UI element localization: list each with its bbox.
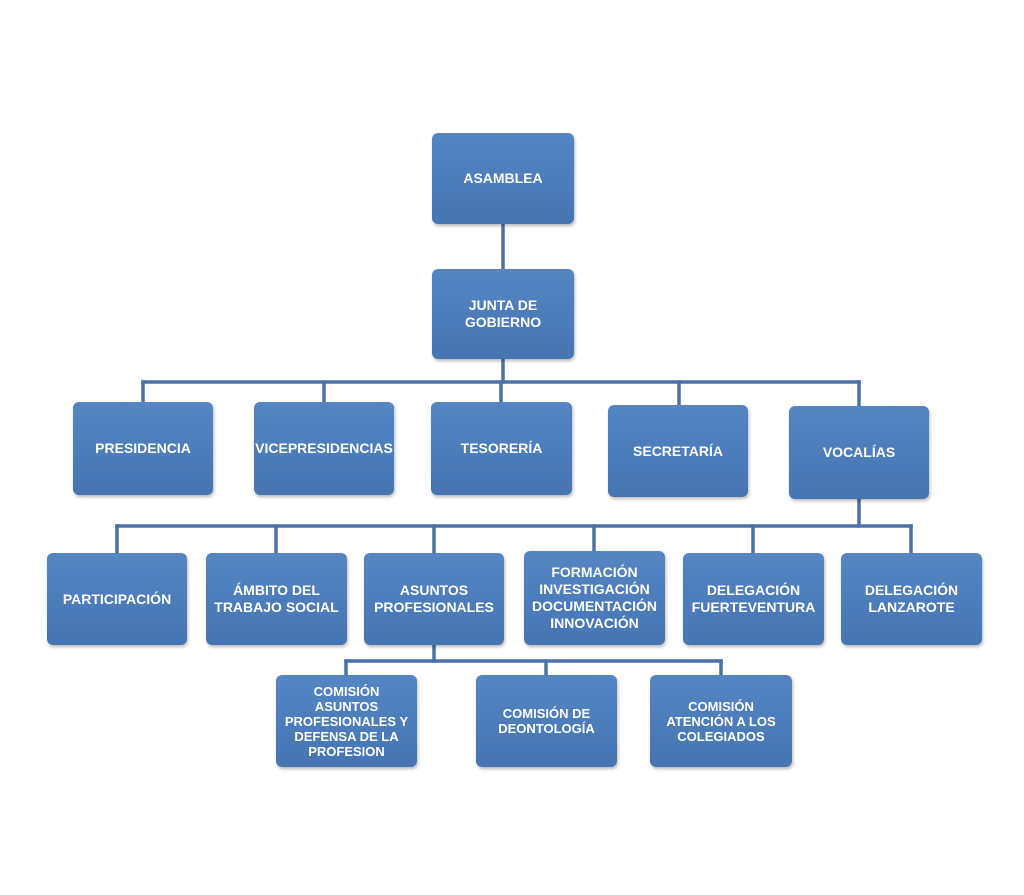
box-participacion-label: PARTICIPACIÓN	[62, 590, 172, 607]
box-tesoreria: TESORERÍA	[431, 402, 572, 495]
box-fuerteventura-label: DELEGACIÓN FUERTEVENTURA	[691, 582, 816, 615]
box-comision-deontologia: COMISIÓN DE DEONTOLOGÍA	[476, 675, 617, 767]
box-vicepresidencias: VICEPRESIDENCIAS	[254, 402, 394, 495]
box-vicepresidencias-label: VICEPRESIDENCIAS	[255, 440, 393, 456]
box-comision-asuntos-profesionales: COMISIÓN ASUNTOS PROFESIONALES Y DEFENSA…	[276, 675, 417, 767]
box-junta-label: JUNTA DE GOBIERNO	[464, 297, 542, 330]
box-delegacion-fuerteventura: DELEGACIÓN FUERTEVENTURA	[683, 553, 824, 645]
box-lanzarote-label: DELEGACIÓN LANZAROTE	[864, 582, 959, 615]
box-participacion: PARTICIPACIÓN	[47, 553, 187, 645]
box-formacion-label: FORMACIÓN INVESTIGACIÓN DOCUMENTACIÓN IN…	[532, 564, 657, 631]
box-secretaria: SECRETARÍA	[608, 405, 748, 497]
box-asamblea: ASAMBLEA	[432, 133, 574, 224]
box-comision-deontologia-label: COMISIÓN DE DEONTOLOGÍA	[498, 706, 595, 736]
box-vocalias: VOCALÍAS	[789, 406, 929, 499]
box-delegacion-lanzarote: DELEGACIÓN LANZAROTE	[841, 553, 982, 645]
box-tesoreria-label: TESORERÍA	[460, 440, 543, 456]
box-ambito-label: ÁMBITO DEL TRABAJO SOCIAL	[214, 582, 339, 615]
box-junta-de-gobierno: JUNTA DE GOBIERNO	[432, 269, 574, 359]
box-vocalias-label: VOCALÍAS	[822, 444, 896, 460]
box-presidencia-label: PRESIDENCIA	[95, 440, 191, 456]
box-comision-asuntos-label: COMISIÓN ASUNTOS PROFESIONALES Y DEFENSA…	[284, 683, 409, 759]
box-asuntos-label: ASUNTOS PROFESIONALES	[374, 582, 494, 615]
box-asuntos-profesionales: ASUNTOS PROFESIONALES	[364, 553, 504, 645]
box-comision-atencion-label: COMISIÓN ATENCIÓN A LOS COLEGIADOS	[666, 698, 776, 744]
box-secretaria-label: SECRETARÍA	[633, 442, 723, 459]
box-ambito-trabajo-social: ÁMBITO DEL TRABAJO SOCIAL	[206, 553, 347, 645]
box-formacion: FORMACIÓN INVESTIGACIÓN DOCUMENTACIÓN IN…	[524, 551, 665, 645]
box-presidencia: PRESIDENCIA	[73, 402, 213, 495]
box-comision-atencion-colegiados: COMISIÓN ATENCIÓN A LOS COLEGIADOS	[650, 675, 792, 767]
box-asamblea-label: ASAMBLEA	[463, 170, 543, 186]
